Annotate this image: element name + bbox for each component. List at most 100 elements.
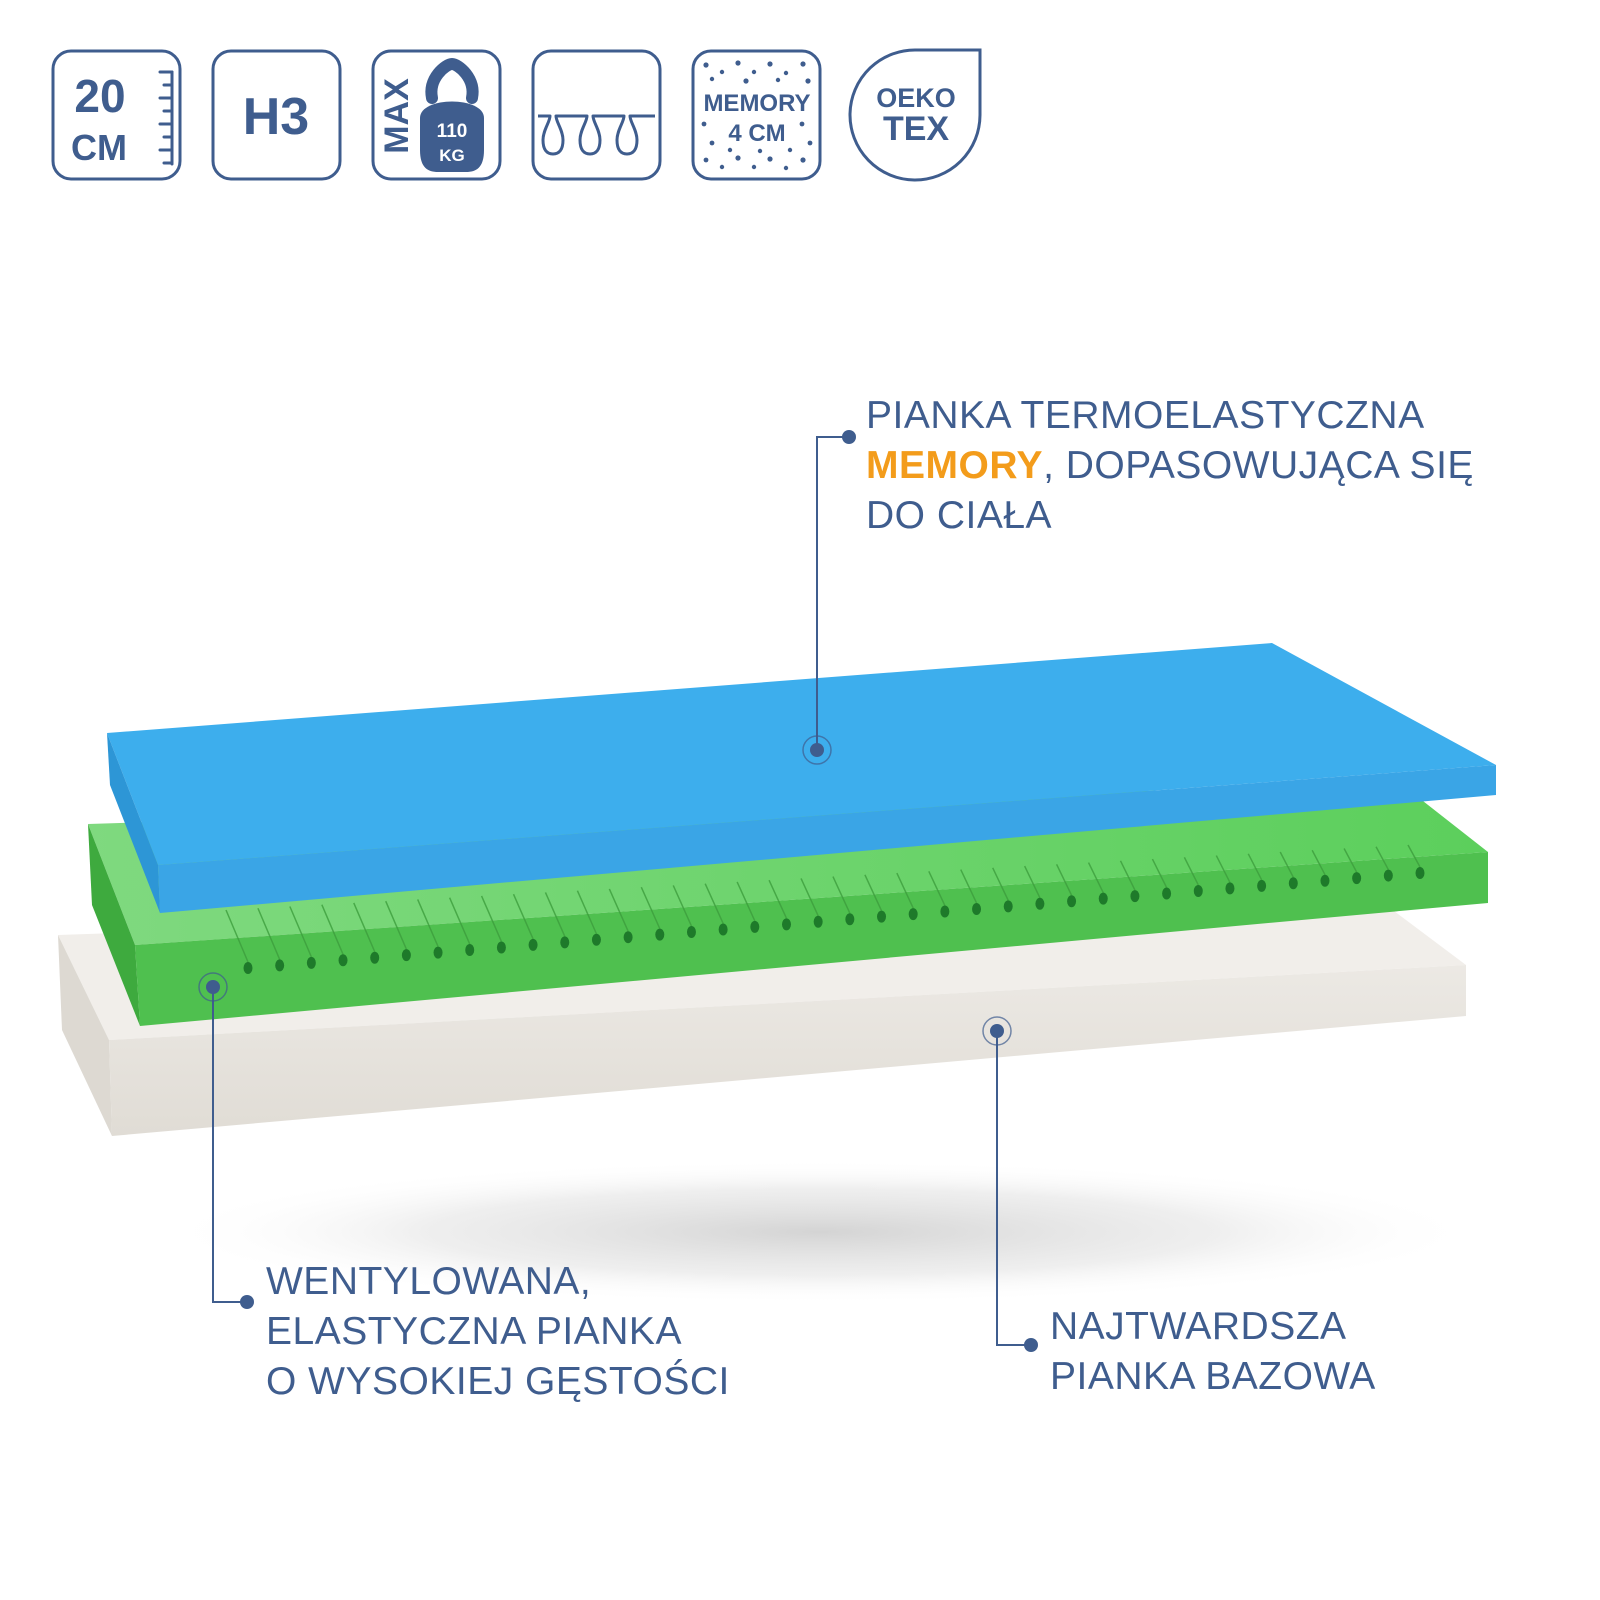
ventilated-callout-line1: WENTYLOWANA, (266, 1260, 592, 1303)
ventilation-hole (528, 938, 538, 951)
ventilation-hole (560, 936, 570, 949)
ventilation-hole (877, 910, 887, 923)
left-callout-dot (240, 1295, 254, 1309)
memory-layer-marker (802, 735, 832, 765)
ventilation-hole (623, 931, 633, 944)
callout-connectors (212, 436, 1030, 1346)
ventilation-hole (845, 913, 855, 926)
ventilation-hole (1098, 892, 1108, 905)
ventilation-hole (781, 918, 791, 931)
memory-title: MEMORY (703, 90, 810, 117)
memory-callout-line2-rest: , DOPASOWUJĄCA SIĘ (1043, 444, 1474, 487)
ventilation-slit (1087, 862, 1104, 894)
ventilation-slit (928, 871, 946, 906)
ventilation-slit (416, 899, 439, 947)
ventilation-slit (1407, 844, 1421, 868)
memory-highlight: MEMORY (866, 444, 1044, 487)
max-load-badge: MAX 110 KG (371, 49, 502, 181)
ventilation-slit (1247, 853, 1263, 881)
ventilation-slit (1279, 851, 1294, 878)
ventilation-hole (750, 920, 760, 933)
ventilation-hole (1067, 895, 1077, 908)
base-layer-marker (982, 1016, 1012, 1046)
ventilation-slit (512, 893, 534, 940)
ventilation-slit (608, 888, 629, 932)
foam-dots-icon (701, 60, 813, 171)
ventilation-hole (1162, 887, 1172, 900)
ventilated-layer-marker (198, 972, 228, 1002)
ventilation-hole (275, 959, 285, 972)
ventilation-slit (385, 900, 408, 950)
ventilated-layer-callout: WENTYLOWANA, ELASTYCZNA PIANKA O WYSOKIE… (266, 1257, 730, 1407)
ventilation-slit (736, 881, 756, 922)
base-layer-callout: NAJTWARDSZA PIANKA BAZOWA (1050, 1302, 1376, 1402)
ventilation-hole (1415, 867, 1425, 879)
ventilation-hole (401, 949, 411, 962)
right-callout-dot (1024, 1338, 1038, 1352)
ventilation-slit (544, 892, 566, 937)
ventilation-hole (496, 941, 506, 954)
ventilation-hole (813, 915, 823, 928)
memory-foam-layer (107, 643, 1496, 913)
ventilation-hole (1320, 874, 1330, 887)
ventilation-slit (864, 874, 883, 911)
ventilation-badge (531, 49, 662, 181)
memory-layer-callout: PIANKA TERMOELASTYCZNA MEMORY, DOPASOWUJ… (866, 391, 1474, 541)
firmness-value: H3 (243, 88, 309, 146)
ventilation-slit (960, 869, 978, 904)
ventilation-hole (591, 933, 601, 946)
ventilation-slit (672, 885, 693, 927)
memory-callout-line3: DO CIAŁA (866, 494, 1053, 537)
ventilation-slit (448, 897, 471, 945)
ventilation-hole (655, 928, 665, 941)
ventilation-channels-icon (538, 114, 655, 156)
ventilation-slit (640, 886, 661, 929)
ventilation-slit (1023, 865, 1041, 899)
ventilation-hole (1352, 872, 1362, 885)
height-unit: CM (71, 127, 127, 168)
ventilated-callout-line2: ELASTYCZNA PIANKA (266, 1310, 682, 1353)
ventilation-slits (225, 844, 1425, 974)
badge-row: 20 CM H3 MAX (51, 48, 982, 182)
ventilation-slit (800, 878, 819, 917)
memory-callout-line2: MEMORY, DOPASOWUJĄCA SIĘ (866, 441, 1474, 491)
oeko-tex-line1: OEKO (876, 83, 956, 113)
ventilation-hole (370, 951, 380, 964)
ventilation-slit (576, 890, 598, 935)
base-callout-line2: PIANKA BAZOWA (1050, 1355, 1376, 1398)
memory-thickness: 4 CM (728, 120, 785, 147)
ventilated-callout-line3: O WYSOKIEJ GĘSTOŚCI (266, 1360, 730, 1403)
ventilation-slit (992, 867, 1009, 901)
ventilation-hole (465, 944, 475, 957)
ventilation-slit (321, 904, 344, 955)
ventilation-hole (1035, 897, 1045, 910)
ventilation-hole (972, 902, 982, 915)
ventilation-hole (433, 946, 443, 959)
ventilation-slit (1311, 849, 1326, 876)
ventilation-hole (686, 926, 696, 939)
ventilation-slit (832, 876, 851, 914)
ruler-icon (158, 70, 174, 166)
ventilation-hole (243, 962, 253, 974)
ventilation-slit (704, 883, 724, 924)
ventilation-slit (353, 902, 376, 953)
ventilation-slit (1343, 848, 1358, 873)
ventilation-hole (338, 954, 348, 967)
ventilation-slit (1215, 855, 1231, 883)
ventilation-hole (1257, 879, 1267, 892)
ventilation-hole (940, 905, 950, 918)
ventilation-hole (718, 923, 728, 936)
ventilation-hole (1003, 900, 1013, 913)
ventilation-hole (1193, 884, 1203, 897)
ventilation-slit (1151, 858, 1168, 888)
ventilation-hole (1288, 877, 1298, 890)
max-load-value: 110 (437, 121, 468, 142)
mattress-shadow (160, 1160, 1480, 1304)
top-callout-dot (842, 430, 856, 444)
ventilation-slit (1183, 856, 1199, 886)
ventilation-slit (257, 907, 281, 960)
memory-badge: MEMORY 4 CM (691, 49, 822, 181)
ventilation-slit (1119, 860, 1136, 891)
max-label: MAX (378, 78, 416, 154)
